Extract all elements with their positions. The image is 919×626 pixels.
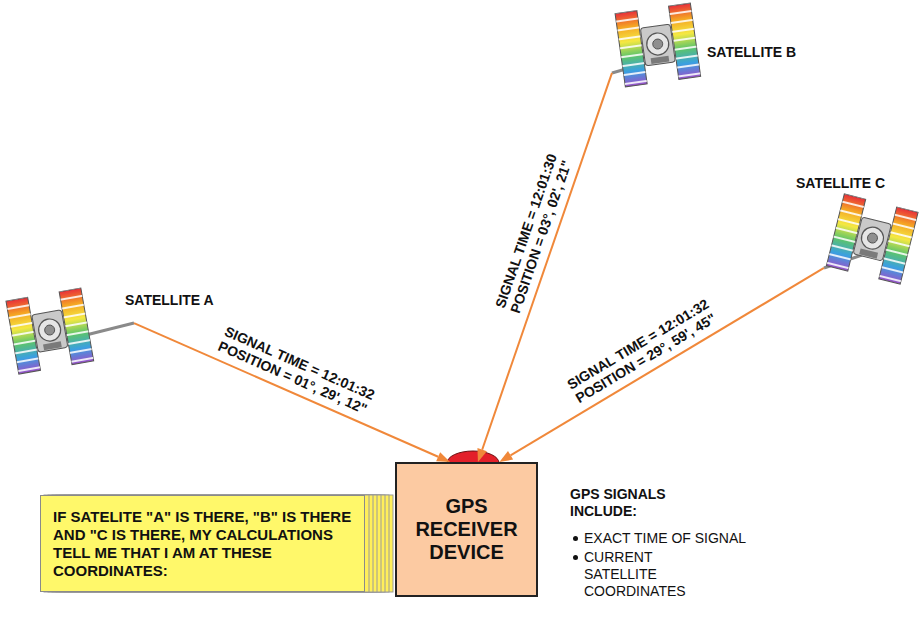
bullet-dot [573, 536, 578, 541]
signal-arrow [499, 268, 824, 462]
satellite-c-figure [824, 194, 918, 284]
bullet-item: CURRENT SATELLITE COORDINATES [584, 549, 696, 599]
satellite: SATELLITE A [8, 288, 134, 376]
signal-label: SIGNAL TIME = 12:01:30 POSITION = 03°, 0… [492, 97, 594, 315]
satellite-body [826, 194, 918, 284]
node-text: GPS RECEIVER DEVICE [407, 495, 526, 564]
satellite-name: SATELLITE A [125, 292, 214, 308]
satellite-a-figure [6, 288, 134, 374]
callout-note: IF SATELITE "A" IS THERE, "B" IS THERE A… [40, 495, 365, 592]
node-text: IF SATELITE "A" IS THERE, "B" IS THERE A… [53, 508, 352, 580]
signal-label: SIGNAL TIME = 12:01:32 POSITION = 29°, 5… [564, 266, 769, 407]
signal-label: SIGNAL TIME = 12:01:32 POSITION = 01°, 2… [216, 323, 430, 441]
satellite-body [615, 3, 701, 87]
satellite-b-figure [612, 3, 701, 87]
satellite: SATELLITE B [612, 6, 700, 94]
signal-arrow [134, 323, 450, 462]
satellite-body [6, 288, 94, 374]
list-heading: GPS SIGNALS INCLUDE: [570, 486, 720, 520]
bullet-dot [573, 555, 578, 560]
receiver-box: GPS RECEIVER DEVICE [395, 462, 538, 597]
satellite-name: SATELLITE B [707, 44, 796, 60]
bullet-item: EXACT TIME OF SIGNAL [584, 530, 784, 547]
satellite-name: SATELLITE C [796, 175, 885, 191]
signal-arrow [477, 73, 612, 462]
satellite: SATELLITE C [824, 195, 916, 285]
